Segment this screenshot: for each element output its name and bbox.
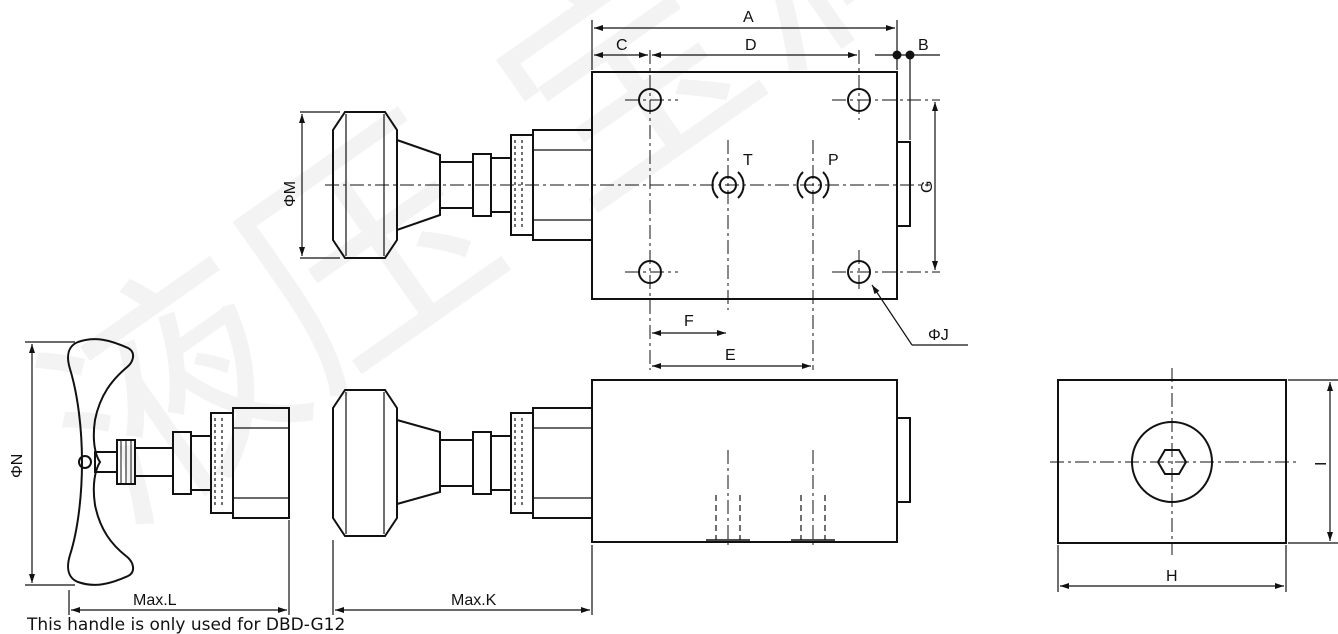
end-boss-front [896,417,911,503]
port-label-t: T [743,152,753,169]
adjusting-knob [332,111,398,259]
dim-label-b: B [918,37,929,54]
dimension-dot [892,50,902,60]
dim-label-k: Max.K [451,592,497,609]
dim-label-m: ΦM [282,181,299,207]
dim-label-g: G [919,181,936,193]
watermark: 液压 宝润液 [0,0,1200,578]
dimension-lines-top [299,20,968,369]
handle-view [67,338,290,586]
dimension-lines-bottom [25,341,593,615]
dimension-lines-side [1057,379,1338,592]
port-p-outline [796,171,804,199]
port-label-p: P [828,152,839,169]
dim-label-l: Max.L [133,592,177,609]
centerlines-top [325,50,940,370]
dim-label-a: A [743,9,754,26]
dim-label-e: E [725,347,736,364]
dim-label-j: ΦJ [928,327,949,344]
dim-label-d: D [745,37,757,54]
dim-label-c: C [616,37,628,54]
centerlines-side [1050,368,1300,555]
front-view [332,379,911,543]
valve-body-front [591,379,898,543]
dim-label-n: ΦN [9,454,26,478]
centerlines-front [727,450,814,545]
dim-label-h: H [1166,568,1178,585]
dimension-dot [905,50,915,60]
end-boss-top [896,141,911,227]
dim-label-f: F [684,313,694,330]
dim-label-i: I [1313,462,1330,466]
handle-note: This handle is only used for DBD-G12 [26,615,345,634]
handwheel [67,338,134,586]
adjusting-knob-front [332,389,398,537]
